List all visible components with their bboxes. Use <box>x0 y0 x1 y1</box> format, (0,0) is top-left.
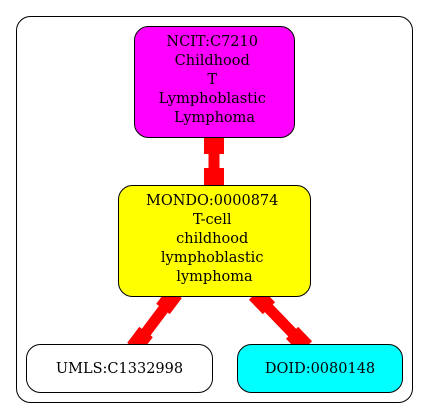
node-doid[interactable]: DOID:0080148 <box>237 344 403 393</box>
edge-ncit-mondo <box>204 136 224 185</box>
node-doid-line-1: DOID:0080148 <box>265 361 375 377</box>
node-doid-box <box>237 344 403 393</box>
svg-text:NCIT:C7210 Childhood: NCIT:C7210 Childhood T Lymphoblastic Lym… <box>159 34 271 126</box>
node-umls-box <box>26 344 213 393</box>
node-mondo[interactable]: MONDO:0000874 T-cell childhood lymphobla… <box>118 185 311 297</box>
node-mondo-line-3: childhood <box>176 231 248 247</box>
svg-text:DOID:0080148: DOID:0080148 <box>265 361 375 377</box>
svg-text:UMLS:C1332998: UMLS:C1332998 <box>56 361 183 377</box>
node-mondo-line-1: MONDO:0000874 <box>146 193 278 209</box>
node-umls-line-1: UMLS:C1332998 <box>56 361 183 377</box>
node-mondo-line-2: T-cell <box>193 212 232 228</box>
node-ncit[interactable]: NCIT:C7210 Childhood T Lymphoblastic Lym… <box>134 26 295 138</box>
svg-text:MONDO:0000874 T-cell: MONDO:0000874 T-cell childhood lymphobla… <box>146 193 283 285</box>
node-ncit-line-1: NCIT:C7210 <box>166 34 258 50</box>
node-mondo-line-5: lymphoma <box>176 269 253 285</box>
node-mondo-box <box>118 185 311 297</box>
node-ncit-line-4: Lymphoblastic <box>159 91 266 107</box>
node-ncit-line-3: T <box>207 72 217 88</box>
node-ncit-line-5: Lymphoma <box>174 110 255 126</box>
node-ncit-box <box>134 26 295 138</box>
node-ncit-line-2: Childhood <box>175 53 250 69</box>
node-umls[interactable]: UMLS:C1332998 <box>26 344 213 393</box>
node-mondo-line-4: lymphoblastic <box>161 250 264 266</box>
